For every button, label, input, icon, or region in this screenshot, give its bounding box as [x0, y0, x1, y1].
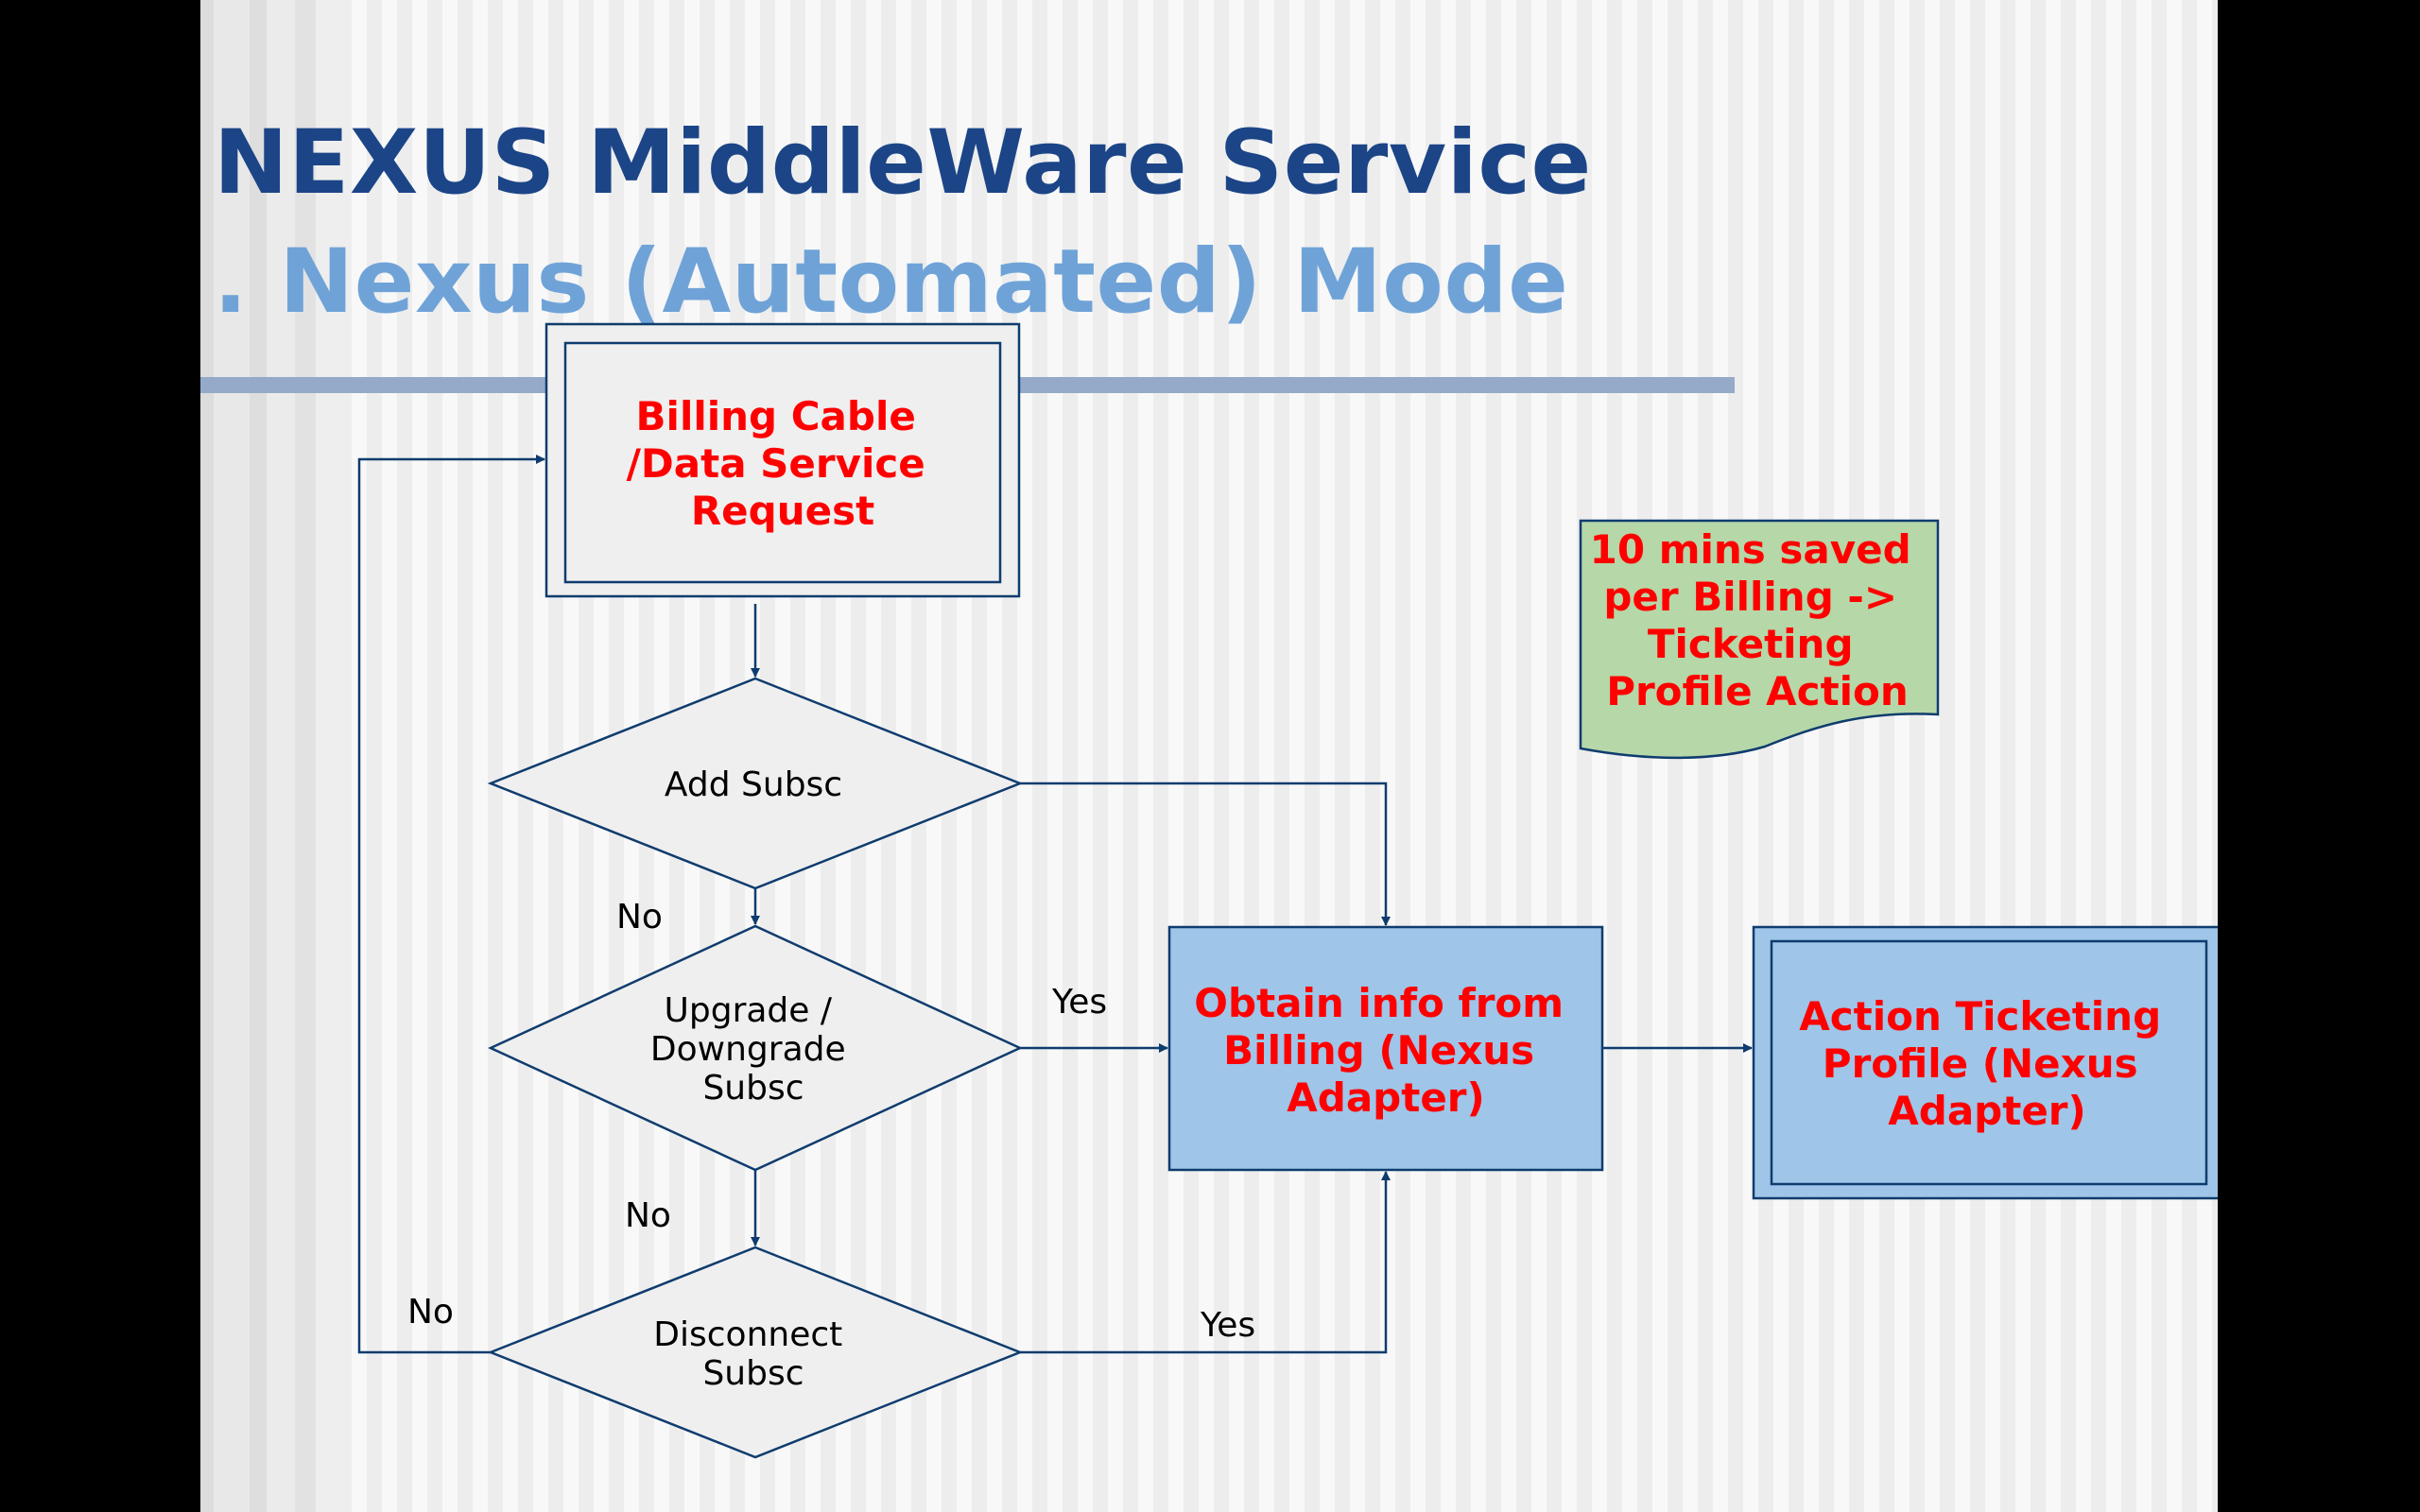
decision-upgrade-line-1: Upgrade / — [665, 991, 833, 1030]
decision-disconnect-line-1: Disconnect — [653, 1315, 842, 1354]
action-line-2: Profile (Nexus — [1823, 1040, 2138, 1087]
connector-disconnect-loop — [357, 455, 545, 1354]
slide-title: NEXUS MiddleWare Service — [214, 112, 1592, 215]
start-box: Billing Cable /Data Service Request — [544, 322, 1021, 598]
obtain-line-1: Obtain info from — [1194, 980, 1564, 1026]
svg-text:Disconnect Subsc: Disconnect Subsc — [653, 1315, 853, 1393]
slide-subtitle: . Nexus (Automated) Mode — [214, 231, 1569, 334]
edge-label-disconnect-no: No — [407, 1293, 454, 1332]
edge-label-upgrade-yes: Yes — [1051, 983, 1107, 1022]
flowchart: Billing Cable /Data Service Request Add … — [357, 322, 2218, 1459]
decision-upgrade-downgrade: Upgrade / Downgrade Subsc — [488, 924, 1023, 1172]
start-line-2: /Data Service — [627, 440, 925, 487]
time-saved-note: 10 mins saved per Billing -> Ticketing P… — [1579, 519, 1940, 760]
edge-label-disconnect-yes: Yes — [1200, 1306, 1255, 1345]
svg-text:Obtain info from Billi: Obtain info from Billing (Nexus Adapter) — [1194, 980, 1577, 1121]
obtain-line-3: Adapter) — [1287, 1074, 1484, 1121]
svg-text:Action Ticketing Profi: Action Ticketing Profile (Nexus Adapter) — [1799, 993, 2175, 1134]
connector-disconnect-to-obtain — [1020, 1171, 1391, 1354]
decision-disconnect: Disconnect Subsc — [487, 1246, 1024, 1459]
connectors — [357, 455, 1753, 1354]
action-line-1: Action Ticketing — [1799, 993, 2161, 1040]
edge-label-add-no: No — [616, 898, 663, 936]
obtain-line-2: Billing (Nexus — [1223, 1027, 1534, 1074]
edge-label-upgrade-no: No — [625, 1196, 671, 1235]
start-line-1: Billing Cable — [636, 393, 916, 439]
slide: NEXUS MiddleWare Service . Nexus (Automa… — [200, 0, 2218, 1512]
action-line-3: Adapter) — [1888, 1088, 2085, 1134]
obtain-info-box: Obtain info from Billing (Nexus Adapter) — [1167, 925, 1604, 1172]
start-line-3: Request — [691, 488, 874, 534]
decision-add-subsc: Add Subsc — [487, 677, 1024, 890]
connector-add-to-obtain — [1020, 782, 1391, 926]
note-line-4: Profile Action — [1606, 668, 1909, 714]
svg-text:10 mins saved per Bill: 10 mins saved per Billing -> Ticketing P… — [1590, 526, 1926, 714]
note-line-3: Ticketing — [1648, 621, 1854, 667]
decision-upgrade-line-2: Downgrade — [650, 1030, 846, 1069]
svg-text:Add Subsc: Add Subsc — [665, 765, 842, 804]
action-ticketing-box: Action Ticketing Profile (Nexus Adapter) — [1752, 925, 2218, 1200]
edge-labels: No Yes No No Yes — [407, 898, 1255, 1345]
decision-add-label: Add Subsc — [665, 765, 842, 804]
decision-upgrade-line-3: Subsc — [702, 1069, 804, 1108]
note-line-1: 10 mins saved — [1590, 526, 1911, 573]
note-line-2: per Billing -> — [1603, 574, 1897, 620]
svg-text:Upgrade / Downgrade: Upgrade / Downgrade Subsc — [650, 991, 856, 1108]
start-label: Billing Cable /Data Service Request — [627, 393, 940, 534]
decision-disconnect-line-2: Subsc — [702, 1354, 804, 1393]
